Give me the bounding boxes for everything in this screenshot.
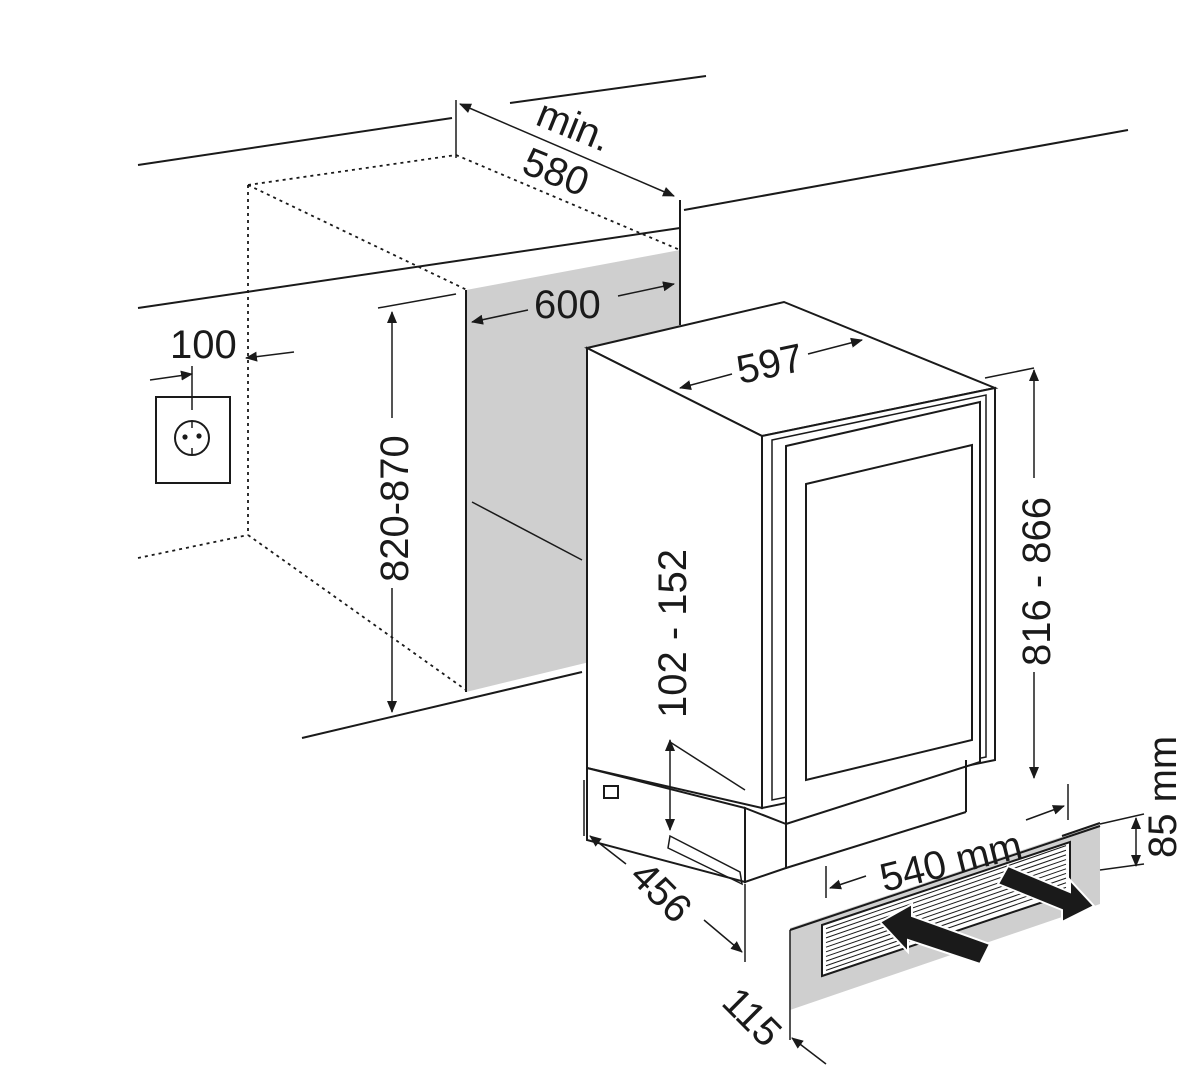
wine-cooler-appliance <box>584 300 999 886</box>
label-plinth-setback-115: 115 <box>714 979 790 1055</box>
label-vent-height: 85 mm <box>1141 736 1185 858</box>
label-niche-height: 820-870 <box>373 435 417 582</box>
label-niche-width-600: 600 <box>534 283 601 327</box>
label-plinth-height-range: 102 - 152 <box>651 549 695 718</box>
power-socket-icon <box>155 396 231 484</box>
grille-slat <box>825 849 1067 934</box>
worktop-lines <box>137 75 1129 739</box>
grille-slat <box>825 845 1067 930</box>
grille-slat <box>825 854 1067 939</box>
label-socket-offset-100: 100 <box>170 323 237 367</box>
label-appliance-height: 816 - 866 <box>1015 497 1059 666</box>
dimension-lines <box>149 100 1145 1065</box>
air-outlet-arrow-icon <box>996 864 1096 924</box>
air-inlet-arrow-icon <box>878 902 992 966</box>
grille-slat <box>825 882 1067 967</box>
